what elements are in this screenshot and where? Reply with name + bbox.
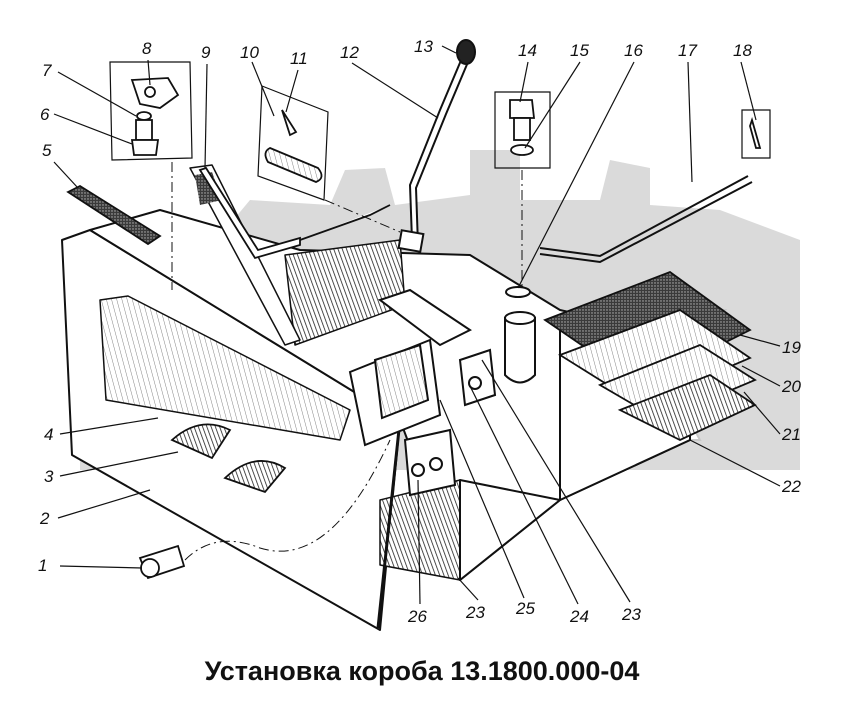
- callout-20: 20: [781, 377, 801, 396]
- callout-13: 13: [414, 37, 433, 56]
- callout-22: 22: [781, 477, 801, 496]
- callout-16: 16: [624, 41, 643, 60]
- callout-4: 4: [44, 425, 53, 444]
- callout-15: 15: [570, 41, 589, 60]
- callout-12: 12: [340, 43, 359, 62]
- callout-5: 5: [42, 141, 52, 160]
- callout-23-right: 23: [621, 605, 641, 624]
- callout-8: 8: [142, 39, 152, 58]
- callout-18: 18: [733, 41, 752, 60]
- lever-handle: [397, 39, 476, 253]
- bolt-1: [138, 544, 186, 580]
- inset-bolt-washer: [494, 91, 551, 169]
- bracket-10: [198, 166, 391, 260]
- callout-10: 10: [240, 43, 259, 62]
- support-post: [504, 286, 536, 384]
- callout-19: 19: [782, 338, 801, 357]
- callout-labels: 1 2 3 4 5 6 7 8 9 10 11 12 13 14 15 16 1…: [38, 37, 801, 626]
- callout-26: 26: [407, 607, 427, 626]
- callout-11: 11: [290, 49, 308, 68]
- callout-14: 14: [518, 41, 537, 60]
- figure-caption: Установка короба 13.1800.000-04: [204, 656, 640, 686]
- callout-7: 7: [42, 61, 52, 80]
- rod-17: [539, 175, 753, 264]
- leader-lines: [53, 45, 781, 605]
- callout-1: 1: [38, 556, 47, 575]
- callout-3: 3: [44, 467, 54, 486]
- callout-2: 2: [39, 509, 50, 528]
- callout-23-left: 23: [465, 603, 485, 622]
- strip-5: [66, 184, 162, 246]
- inset-bolt-nut: [109, 61, 193, 161]
- cushions-3-4: [170, 423, 287, 494]
- callout-21: 21: [781, 425, 801, 444]
- callout-24: 24: [569, 607, 589, 626]
- callout-6: 6: [40, 105, 50, 124]
- mounting-bracket: [348, 288, 497, 497]
- inset-cotter-pin: [741, 109, 771, 159]
- assembly-lines: [171, 162, 523, 561]
- callout-25: 25: [515, 599, 535, 618]
- inset-pin: [257, 85, 329, 201]
- callout-9: 9: [201, 43, 211, 62]
- callout-17: 17: [678, 41, 697, 60]
- stacked-plates: [543, 270, 757, 441]
